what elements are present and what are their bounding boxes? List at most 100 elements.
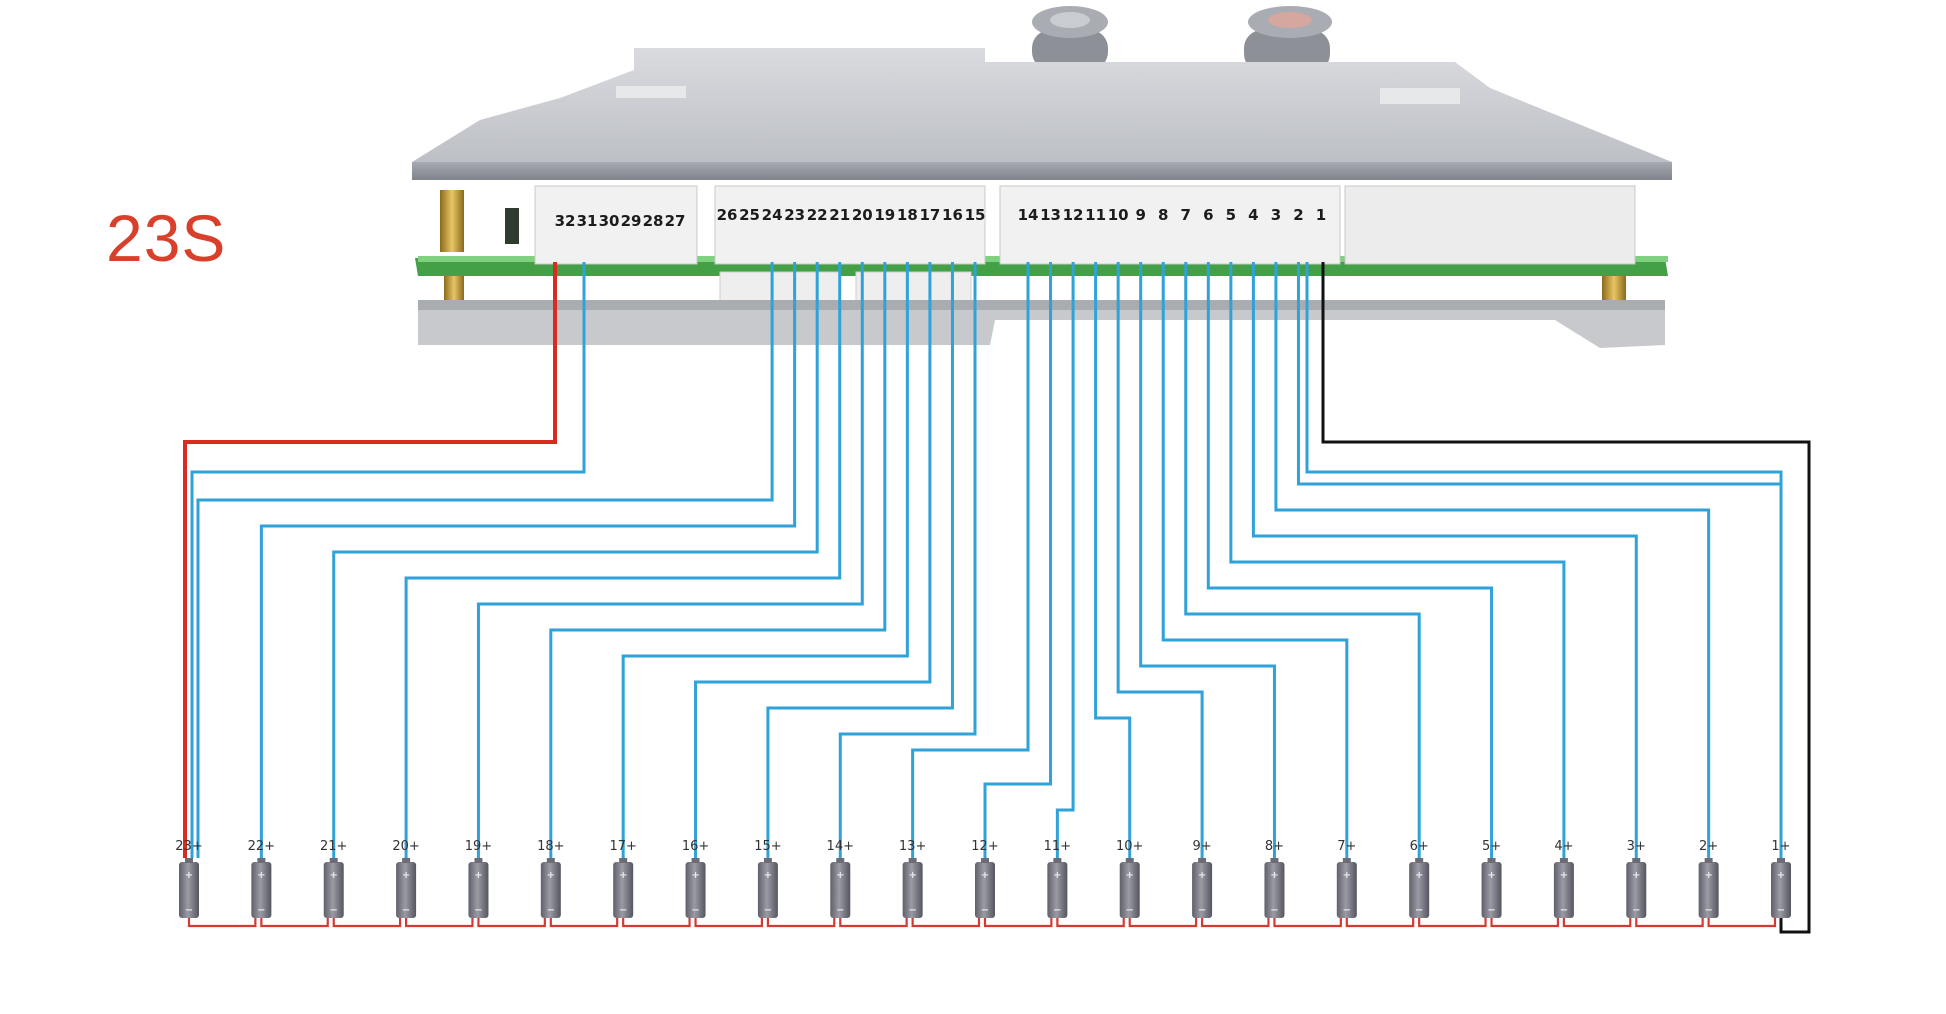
balance-wire-1 — [1305, 262, 1783, 858]
cell-plus-sign: + — [908, 870, 916, 881]
series-count-title: 23S — [106, 201, 227, 275]
pin-label-1: 1 — [1316, 206, 1326, 224]
cell-minus-sign: − — [547, 905, 555, 916]
terminal-bolt-left — [1032, 6, 1108, 70]
balance-wire-6 — [1206, 262, 1494, 858]
cell-label-18+: 18+ — [537, 839, 564, 854]
cell-label-4+: 4+ — [1554, 839, 1573, 854]
cell-minus-sign: − — [402, 905, 410, 916]
balance-wire-10 — [1116, 262, 1204, 858]
pin-label-31: 31 — [577, 212, 598, 230]
pin-label-5: 5 — [1226, 206, 1236, 224]
cell-label-1+: 1+ — [1771, 839, 1790, 854]
cell-plus-sign: + — [691, 870, 699, 881]
cell-8+: +−8+ — [1264, 839, 1285, 918]
pin-label-2: 2 — [1293, 206, 1303, 224]
pin-label-27: 27 — [665, 212, 686, 230]
balance-wire-8 — [1161, 262, 1349, 858]
cell-plus-sign: + — [185, 870, 193, 881]
balance-wire-16 — [766, 262, 954, 858]
cell-15+: +−15+ — [754, 839, 782, 918]
pin-label-8: 8 — [1158, 206, 1168, 224]
balance-wire-21 — [404, 262, 842, 858]
cell-label-2+: 2+ — [1699, 839, 1718, 854]
cell-3+: +−3+ — [1626, 839, 1647, 918]
main-negative-wire — [1321, 262, 1811, 934]
cell-minus-sign: − — [1415, 905, 1423, 916]
pin-label-29: 29 — [621, 212, 642, 230]
balance-wire-11 — [1094, 262, 1132, 858]
cell-minus-sign: − — [981, 905, 989, 916]
cell-minus-sign: − — [1053, 905, 1061, 916]
pin-label-12: 12 — [1063, 206, 1084, 224]
pin-label-17: 17 — [919, 206, 940, 224]
pin-label-19: 19 — [874, 206, 895, 224]
pin-label-14: 14 — [1018, 206, 1039, 224]
cell-minus-sign: − — [1343, 905, 1351, 916]
balance-wire-22 — [332, 262, 819, 858]
pin-label-3: 3 — [1271, 206, 1281, 224]
cell-17+: + − 17+ — [609, 839, 637, 918]
cell-label-20+: 20+ — [392, 839, 419, 854]
pin-label-6: 6 — [1203, 206, 1213, 224]
cell-14+: +−14+ — [827, 839, 854, 918]
balance-wire-15 — [838, 262, 977, 858]
cell-plus-sign: + — [619, 870, 627, 881]
cell-plus-sign: + — [1704, 870, 1712, 881]
cell-label-14+: 14+ — [827, 839, 854, 854]
cell-23+: +−23+ — [175, 839, 203, 918]
balance-wire-23 — [259, 262, 797, 858]
pin-label-30: 30 — [599, 212, 620, 230]
balance-wire-17 — [694, 262, 932, 858]
balance-wire-4 — [1251, 262, 1638, 858]
balance-wire-5 — [1229, 262, 1566, 858]
cell-label-9+: 9+ — [1193, 839, 1212, 854]
cell-label-7+: 7+ — [1337, 839, 1356, 854]
cell-minus-sign: − — [330, 905, 338, 916]
cell-label-3+: 3+ — [1627, 839, 1646, 854]
cell-5+: +−5+ — [1481, 839, 1502, 918]
cell-label-21+: 21+ — [320, 839, 347, 854]
cell-13+: +−13+ — [899, 839, 926, 918]
cell-label-6+: 6+ — [1410, 839, 1429, 854]
pin-label-24: 24 — [762, 206, 783, 224]
cell-label-11+: 11+ — [1044, 839, 1071, 854]
cell-label-16+: 16+ — [682, 839, 709, 854]
cell-label-8+: 8+ — [1265, 839, 1284, 854]
cell-label-10+: 10+ — [1116, 839, 1143, 854]
pin-label-15: 15 — [965, 206, 986, 224]
cell-9+: + − 9+ — [1192, 839, 1213, 918]
balance-wire-13 — [983, 262, 1053, 858]
cell-label-15+: 15+ — [754, 839, 781, 854]
cell-plus-sign: + — [836, 870, 844, 881]
cell-plus-sign: + — [1126, 870, 1134, 881]
cell-label-22+: 22+ — [248, 839, 275, 854]
balance-wire-9 — [1139, 262, 1276, 858]
balance-wire-3 — [1274, 262, 1711, 858]
bms-board — [412, 6, 1672, 348]
cell-minus-sign: − — [185, 905, 193, 916]
cell-plus-sign: + — [1270, 870, 1278, 881]
cell-minus-sign: − — [1632, 905, 1640, 916]
cell-11+: +−11+ — [1044, 839, 1071, 918]
cell-22+: +−22+ — [248, 839, 275, 918]
cell-plus-sign: + — [1198, 870, 1206, 881]
cell-16+: +−16+ — [682, 839, 709, 918]
cell-plus-sign: + — [330, 870, 338, 881]
cell-minus-sign: − — [1198, 905, 1206, 916]
balance-wire-24 — [196, 262, 774, 858]
pin-label-9: 9 — [1135, 206, 1145, 224]
cell-plus-sign: + — [257, 870, 265, 881]
pin-label-18: 18 — [897, 206, 918, 224]
pin-label-10: 10 — [1108, 206, 1129, 224]
cell-label-17+: 17+ — [609, 839, 636, 854]
cell-minus-sign: − — [619, 905, 627, 916]
balance-wire-12 — [1055, 262, 1075, 858]
cell-1+: +−1+ — [1771, 839, 1791, 918]
pin-label-4: 4 — [1248, 206, 1258, 224]
pin-label-32: 32 — [555, 212, 576, 230]
cell-10+: +−10+ — [1116, 839, 1143, 918]
cell-plus-sign: + — [1777, 870, 1785, 881]
cell-2+: +−2+ — [1698, 839, 1719, 918]
